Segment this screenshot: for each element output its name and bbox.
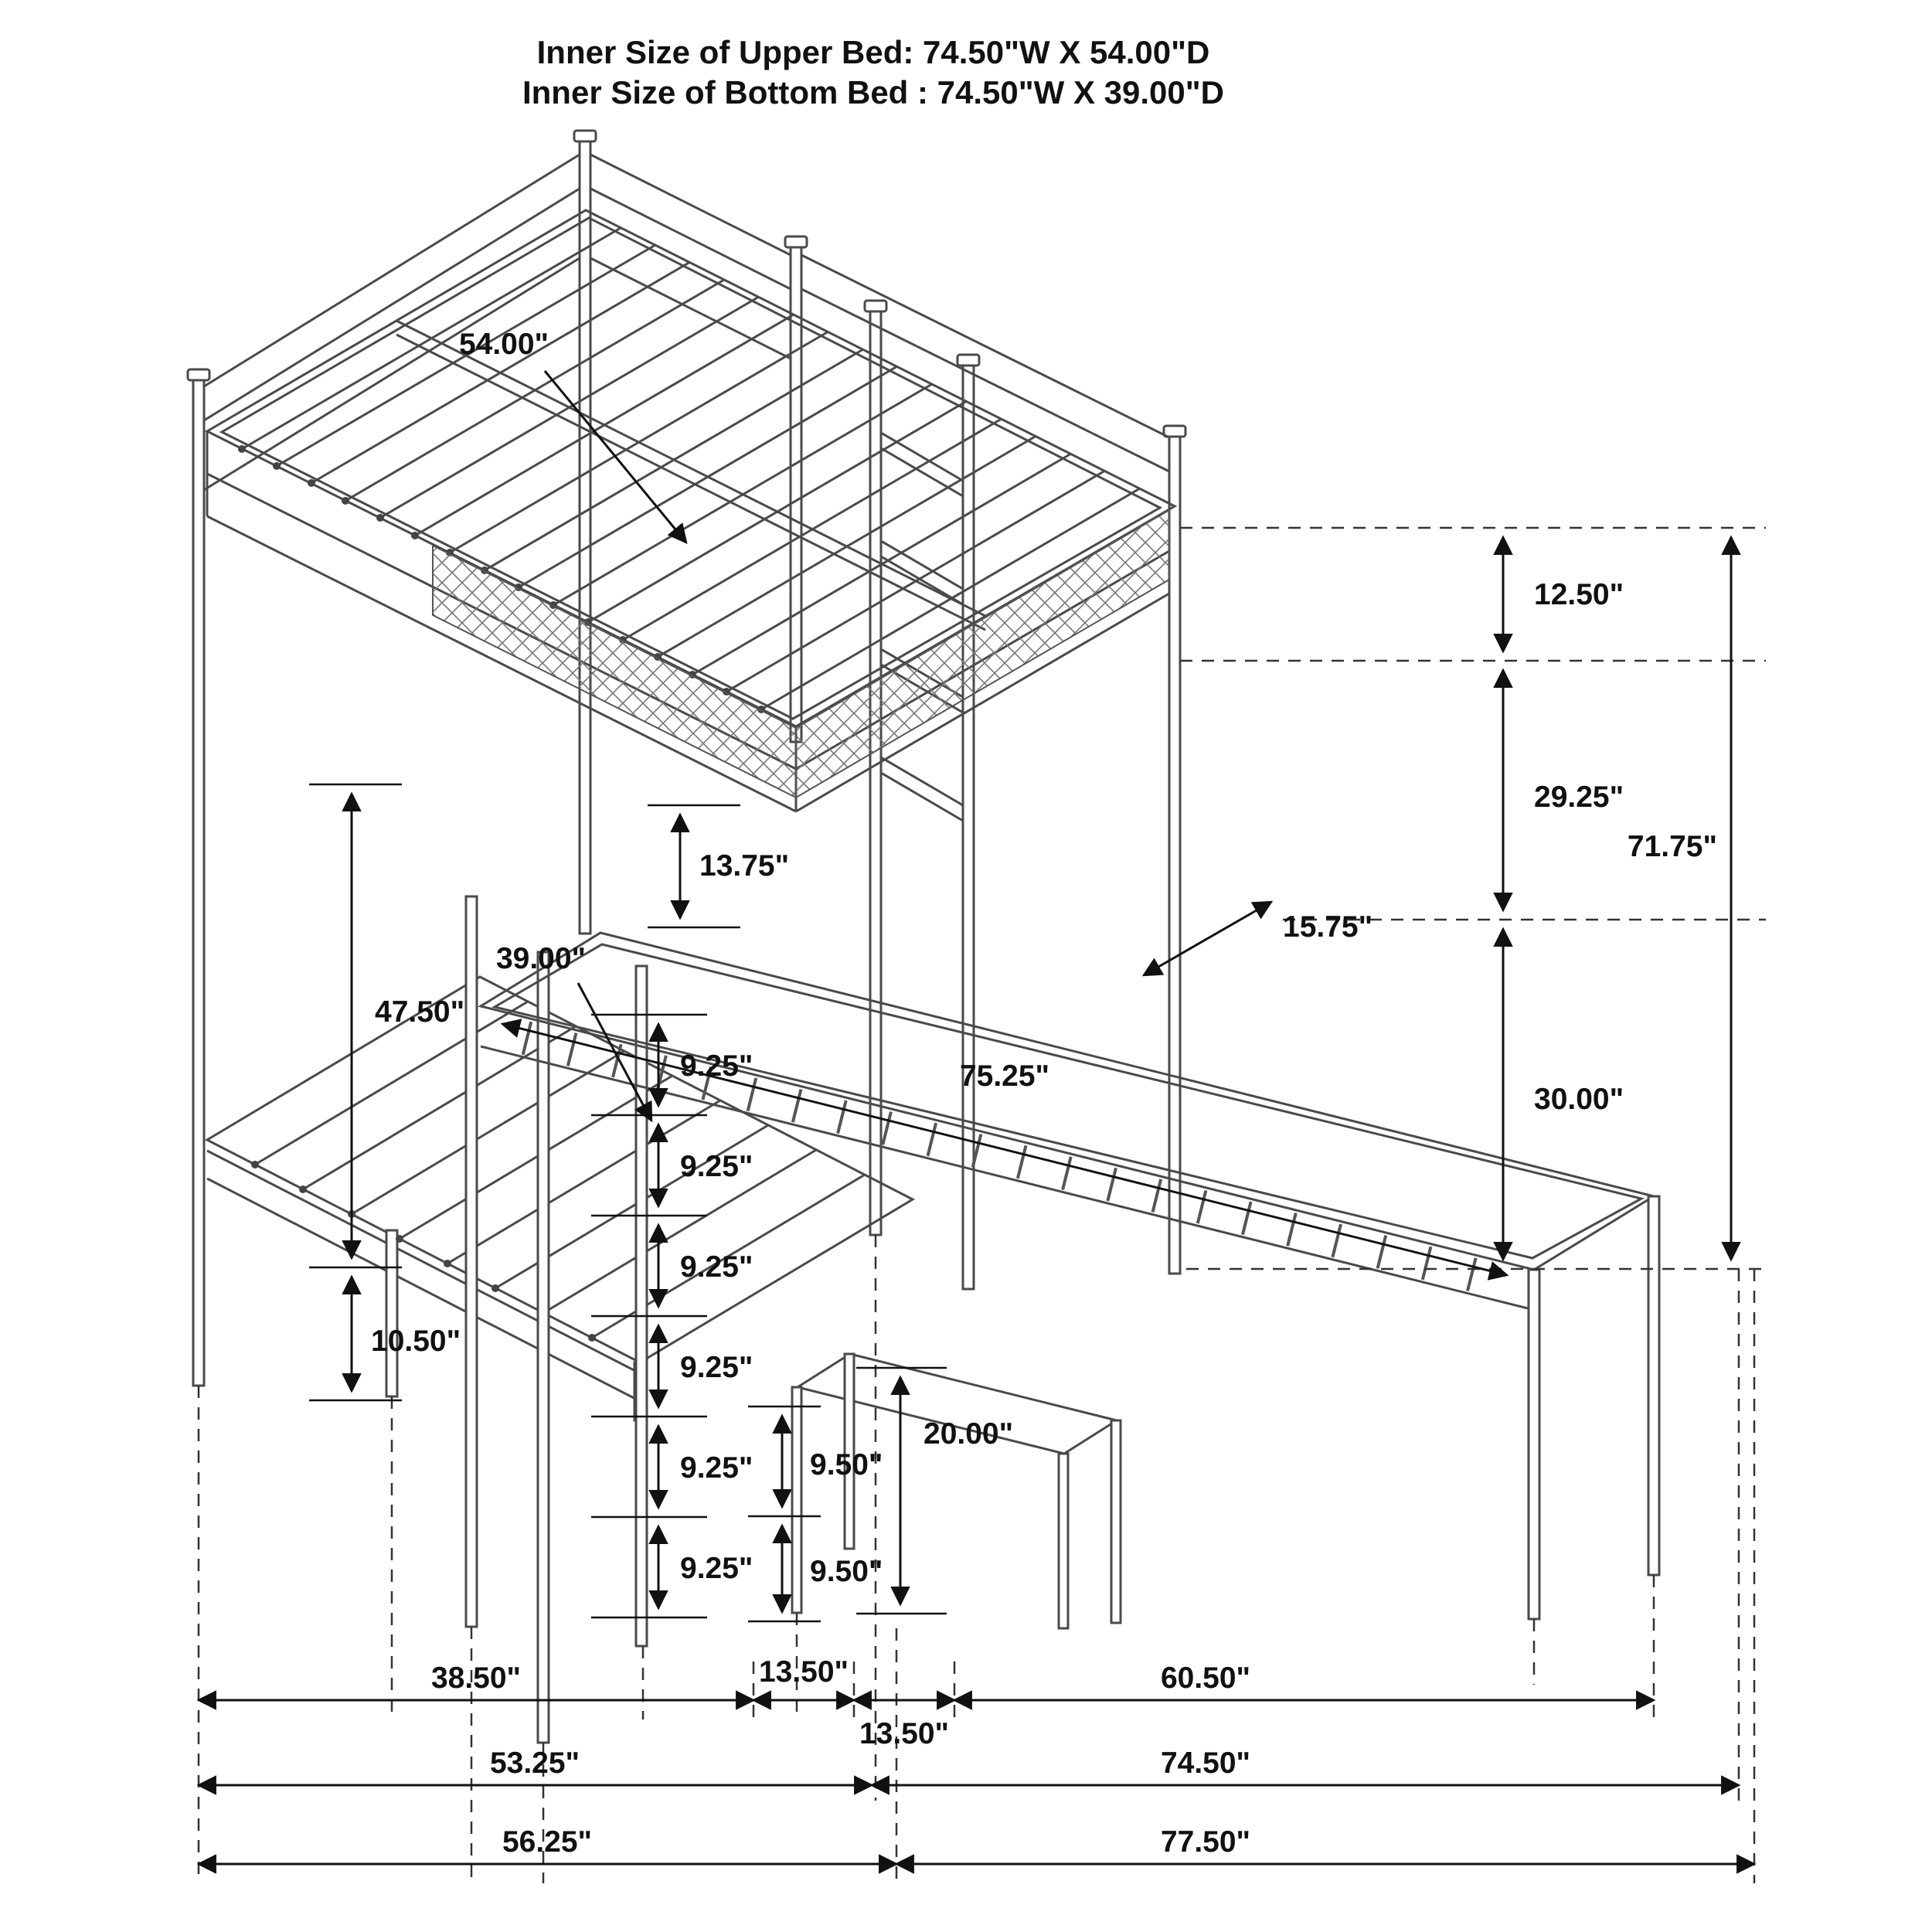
dim-label-77-50: 77.50" xyxy=(1161,1825,1250,1859)
dim-label-38-50: 38.50" xyxy=(431,1662,521,1695)
side-table xyxy=(791,1352,1122,1630)
dim-label-9-25-1: 9.25" xyxy=(680,1049,753,1083)
title-upper-bed: Inner Size of Upper Bed: 74.50"W X 54.00… xyxy=(536,34,1210,70)
dim-label-29-25: 29.25" xyxy=(1534,781,1624,814)
loft-posts xyxy=(186,129,1187,1387)
mesh-guard xyxy=(432,509,1170,799)
dim-label-12-50: 12.50" xyxy=(1534,578,1624,611)
dim-label-9-25-2: 9.25" xyxy=(680,1150,753,1183)
dim-label-13-50-b: 13.50" xyxy=(859,1717,949,1750)
dim-label-13-75: 13.75" xyxy=(699,849,789,883)
dim-label-74-50: 74.50" xyxy=(1161,1747,1250,1780)
dim-label-30-00: 30.00" xyxy=(1534,1083,1624,1116)
dim-label-56-25: 56.25" xyxy=(502,1825,592,1859)
dim-label-20-00: 20.00" xyxy=(923,1417,1013,1451)
dim-label-53-25: 53.25" xyxy=(490,1747,580,1780)
dim-label-9-25-4: 9.25" xyxy=(680,1351,753,1384)
dim-label-75-25: 75.25" xyxy=(960,1060,1049,1093)
dim-label-9-50-2: 9.50" xyxy=(810,1555,883,1588)
dim-label-71-75: 71.75" xyxy=(1628,830,1717,863)
dim-label-9-25-6: 9.25" xyxy=(680,1552,753,1585)
dim-label-9-50-1: 9.50" xyxy=(810,1448,883,1481)
dim-label-47-50: 47.50" xyxy=(375,995,464,1029)
lower-bed xyxy=(204,975,916,1422)
dim-label-60-50: 60.50" xyxy=(1161,1662,1250,1695)
shelf-column xyxy=(464,895,707,1744)
dimension-lines xyxy=(196,370,1757,1874)
dimension-labels: 54.00" 12.50" 29.25" 71.75" 13.75" 15.75… xyxy=(371,328,1717,1859)
dim-label-54-00: 54.00" xyxy=(459,328,549,361)
title-bottom-bed: Inner Size of Bottom Bed : 74.50"W X 39.… xyxy=(522,74,1225,111)
dim-label-39-00: 39.00" xyxy=(496,942,586,975)
dim-label-10-50: 10.50" xyxy=(371,1325,461,1358)
title-block: Inner Size of Upper Bed: 74.50"W X 54.00… xyxy=(0,32,1747,113)
upper-deck-slats xyxy=(238,226,1141,713)
dim-label-15-75: 15.75" xyxy=(1283,910,1372,944)
dim-label-9-25-5: 9.25" xyxy=(680,1451,753,1485)
dim-label-13-50-a: 13.50" xyxy=(759,1655,849,1689)
guard-rails xyxy=(203,153,1170,492)
dim-label-9-25-3: 9.25" xyxy=(680,1250,753,1284)
